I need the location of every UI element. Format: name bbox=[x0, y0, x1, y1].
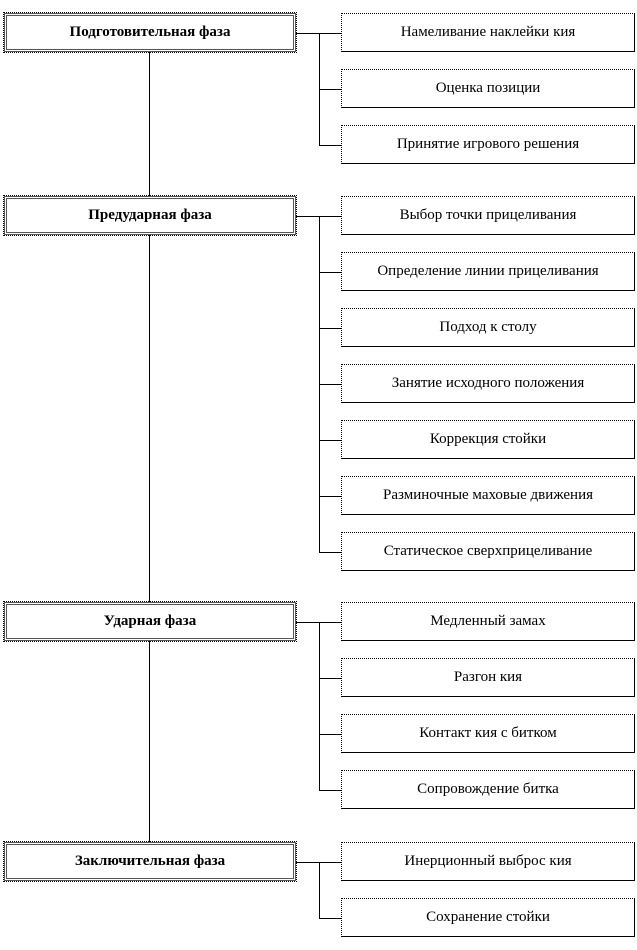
connector-horizontal bbox=[319, 552, 341, 553]
connector-horizontal bbox=[319, 918, 341, 919]
step-box: Медленный замах bbox=[341, 602, 635, 641]
step-box: Разгон кия bbox=[341, 658, 635, 697]
step-box: Статическое сверхприцеливание bbox=[341, 532, 635, 571]
connector-horizontal bbox=[296, 216, 341, 217]
connector-horizontal bbox=[319, 384, 341, 385]
connector-horizontal bbox=[319, 145, 341, 146]
step-box: Разминочные маховые движения bbox=[341, 476, 635, 515]
step-box: Инерционный выброс кия bbox=[341, 842, 635, 881]
phase-box: Подготовительная фаза bbox=[3, 12, 297, 53]
step-box: Занятие исходного положения bbox=[341, 364, 635, 403]
step-box: Контакт кия с битком bbox=[341, 714, 635, 753]
connector-horizontal bbox=[319, 734, 341, 735]
connector-horizontal bbox=[296, 862, 341, 863]
phase-box: Заключительная фаза bbox=[3, 841, 297, 882]
step-box: Определение линии прицеливания bbox=[341, 252, 635, 291]
connector-horizontal bbox=[296, 33, 341, 34]
phase-box: Предударная фаза bbox=[3, 195, 297, 236]
step-box: Принятие игрового решения bbox=[341, 125, 635, 164]
connector-horizontal bbox=[296, 622, 341, 623]
connector-horizontal bbox=[319, 678, 341, 679]
connector-horizontal bbox=[319, 328, 341, 329]
connector-horizontal bbox=[319, 272, 341, 273]
step-box: Оценка позиции bbox=[341, 69, 635, 108]
phase-box: Ударная фаза bbox=[3, 601, 297, 642]
step-box: Выбор точки прицеливания bbox=[341, 196, 635, 235]
step-box: Сохранение стойки bbox=[341, 898, 635, 937]
connector-horizontal bbox=[319, 496, 341, 497]
step-box: Коррекция стойки bbox=[341, 420, 635, 459]
bracket-vertical bbox=[319, 862, 320, 919]
connector-horizontal bbox=[319, 440, 341, 441]
step-box: Сопровождение битка bbox=[341, 770, 635, 809]
connector-horizontal bbox=[319, 790, 341, 791]
phase-spine bbox=[149, 52, 150, 842]
step-box: Намеливание наклейки кия bbox=[341, 13, 635, 52]
connector-horizontal bbox=[319, 89, 341, 90]
bracket-vertical bbox=[319, 622, 320, 791]
step-box: Подход к столу bbox=[341, 308, 635, 347]
